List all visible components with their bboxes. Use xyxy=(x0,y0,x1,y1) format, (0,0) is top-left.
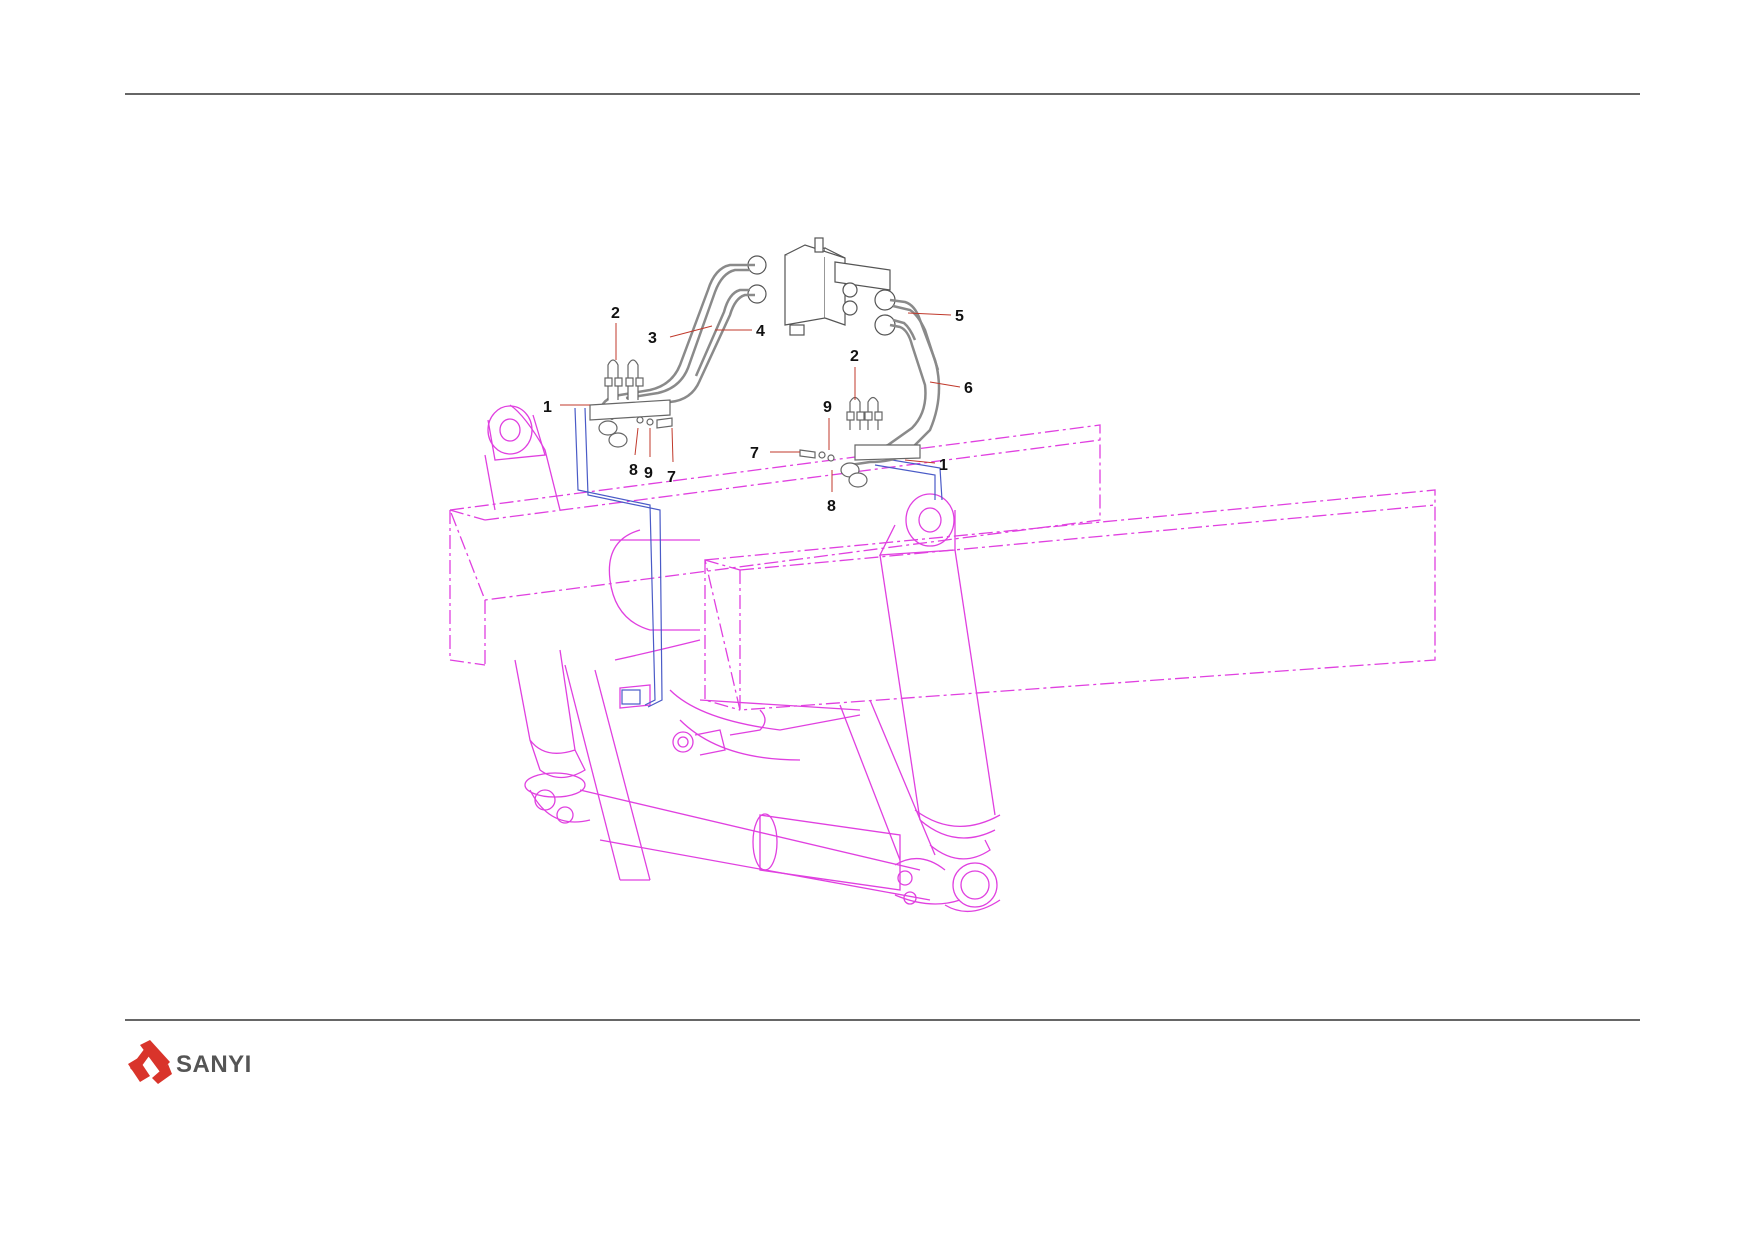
right-lower-arm xyxy=(699,699,936,861)
callout-7-left: 7 xyxy=(667,469,676,486)
callout-8-right: 8 xyxy=(827,498,836,515)
right-fitting-cluster xyxy=(799,396,921,488)
valve-block xyxy=(747,237,896,336)
center-body xyxy=(608,529,861,761)
callout-2-left: 2 xyxy=(611,305,620,322)
pilot-lines xyxy=(574,407,943,708)
callout-labels: 1 2 3 4 8 9 7 5 6 2 9 7 1 8 xyxy=(543,305,973,515)
brand-name: SANYI xyxy=(176,1051,252,1078)
left-fitting-cluster xyxy=(589,359,673,448)
bottom-tube xyxy=(752,813,901,891)
callout-7-right: 7 xyxy=(750,445,759,462)
sany-logo-mark xyxy=(128,1040,172,1084)
sany-logo: SANYI xyxy=(128,1040,252,1084)
callout-1-left: 1 xyxy=(543,399,552,416)
left-cylinder xyxy=(484,404,591,824)
suspension-frame xyxy=(449,404,1436,912)
callout-3: 3 xyxy=(648,330,657,347)
callout-1-right: 1 xyxy=(939,457,948,474)
callout-4: 4 xyxy=(756,323,765,340)
callout-9-right: 9 xyxy=(823,399,832,416)
callout-8-left: 8 xyxy=(629,462,638,479)
right-cylinder xyxy=(878,493,1001,912)
hoses xyxy=(598,263,941,467)
callout-9-left: 9 xyxy=(644,465,653,482)
front-beam xyxy=(704,489,1436,711)
callout-2-right: 2 xyxy=(850,348,859,365)
callout-5: 5 xyxy=(955,308,964,325)
callout-6: 6 xyxy=(964,380,973,397)
callout-leaders xyxy=(560,312,961,492)
junction-block xyxy=(619,684,766,756)
